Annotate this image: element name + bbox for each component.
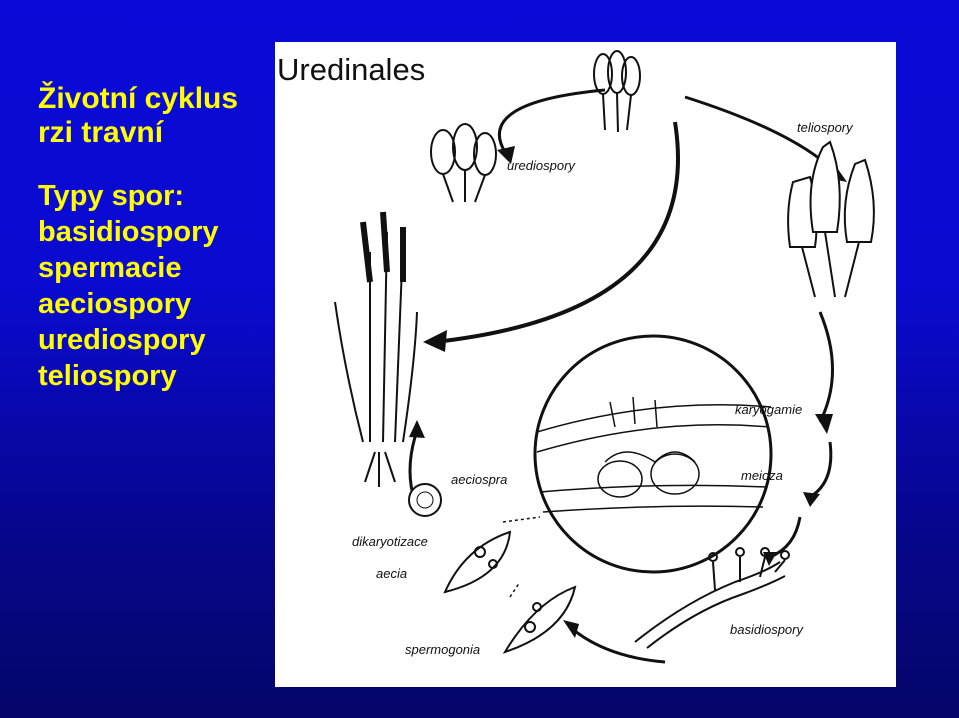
- slide-title: Životní cyklus rzi travní: [38, 82, 238, 150]
- arrow-head-icon: [423, 330, 447, 352]
- spore-type-item: teliospory: [38, 358, 219, 394]
- urediospore-cluster-left: [431, 124, 496, 202]
- dashed-arrow: [510, 582, 520, 597]
- dashed-arrow: [503, 517, 540, 522]
- label-aecia: aecia: [376, 566, 407, 581]
- label-teliospory: teliospory: [797, 120, 854, 135]
- spore-types-list: Typy spor: basidiospory spermacie aecios…: [38, 178, 219, 394]
- arrow-to-meioza: [810, 442, 831, 497]
- spore-types-heading: Typy spor:: [38, 178, 219, 214]
- label-karyogamie: karyogamie: [735, 402, 802, 417]
- grass-plant: [335, 212, 417, 487]
- spermogonia-leaf: [505, 587, 575, 652]
- arrow-head-icon: [409, 420, 425, 438]
- aecia-leaf: [445, 532, 510, 592]
- diagram-heading: Uredinales: [277, 52, 425, 87]
- spore-type-item: aeciospory: [38, 286, 219, 322]
- life-cycle-diagram: Uredinales urediospory: [275, 42, 896, 687]
- crescent-arc: [435, 122, 678, 342]
- spore-type-item: urediospory: [38, 322, 219, 358]
- arrow-head-icon: [803, 492, 820, 507]
- spore-type-item: spermacie: [38, 250, 219, 286]
- diagram-svg: Uredinales urediospory: [275, 42, 896, 687]
- title-line-2: rzi travní: [38, 116, 238, 150]
- arrow-head-icon: [815, 414, 833, 434]
- arrow-to-karyogamie: [820, 312, 833, 422]
- label-meioza: meioza: [741, 468, 783, 483]
- teliospore-cluster: [788, 142, 874, 297]
- title-line-1: Životní cyklus: [38, 82, 238, 116]
- label-spermogonia: spermogonia: [405, 642, 480, 657]
- label-aeciospora: aeciospra: [451, 472, 507, 487]
- spore-type-item: basidiospory: [38, 214, 219, 250]
- label-basidiospory: basidiospory: [730, 622, 804, 637]
- label-dikaryotizace: dikaryotizace: [352, 534, 428, 549]
- leaf-cross-section: [535, 336, 771, 572]
- aeciospore-icon: [409, 484, 441, 516]
- label-urediospory: urediospory: [507, 158, 576, 173]
- arrow-head-icon: [563, 620, 579, 638]
- arrow-top-left: [499, 90, 605, 152]
